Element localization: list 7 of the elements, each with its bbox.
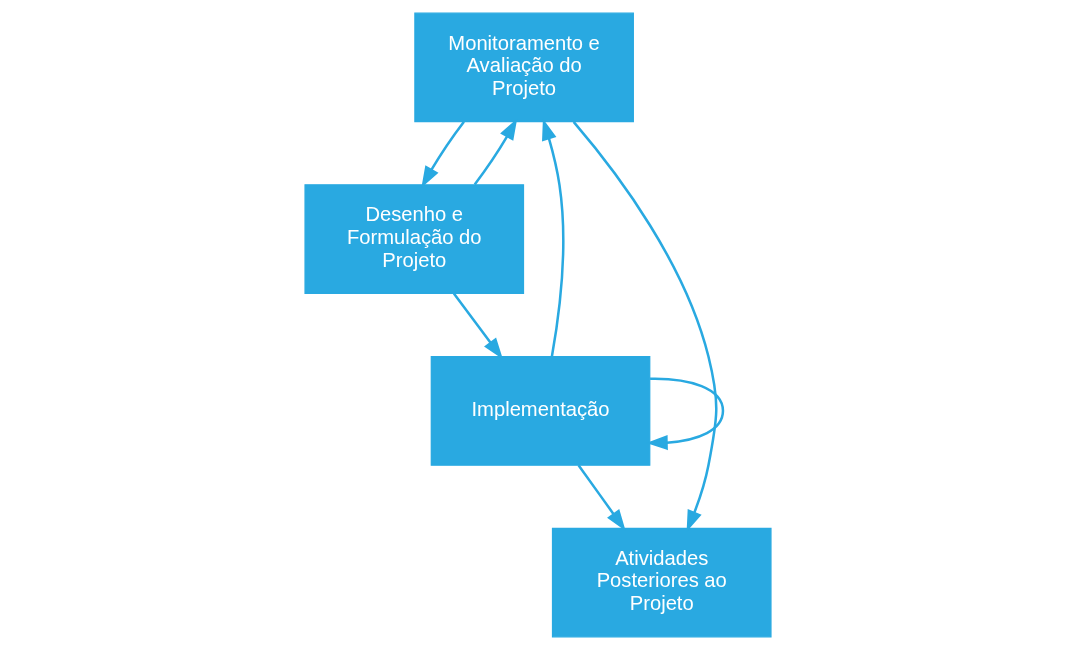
arrow xyxy=(577,464,626,531)
node-box: Monitoramento e Avaliação do Projeto xyxy=(414,12,634,123)
arrow xyxy=(421,121,465,188)
node-box: Implementação xyxy=(430,355,651,466)
node-box: Desenho e Formulação do Projeto xyxy=(304,184,525,295)
node-box: Atividades Posteriores ao Projeto xyxy=(551,527,772,638)
arrow xyxy=(646,377,725,451)
